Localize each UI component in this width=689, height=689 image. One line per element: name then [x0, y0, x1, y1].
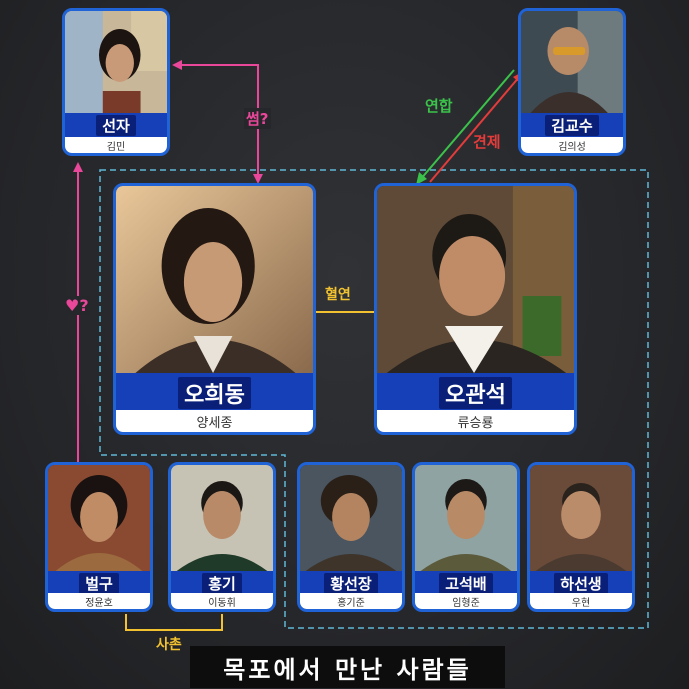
portrait-goseokbae: [415, 465, 517, 571]
cousin-label: 사촌: [156, 637, 182, 653]
name-bar-ogwanseok: 오관석: [377, 373, 574, 413]
name-bar-ohuidong: 오희동: [116, 373, 313, 413]
heart-icon: ♥: [65, 296, 80, 315]
portrait-kimgyosu: [521, 11, 623, 113]
character-card-ogwanseok[interactable]: 오관석 류승룡: [374, 183, 577, 435]
portrait-hwangseonjang: [300, 465, 402, 571]
alliance-arrow: [416, 172, 427, 185]
board-title: 목포에서 만난 사람들: [190, 646, 505, 688]
some-label: 썸?: [244, 108, 271, 129]
some-arrow-left: [172, 60, 182, 70]
portrait-beolgu: [48, 465, 150, 571]
actor-beolgu: 정윤호: [48, 593, 150, 609]
name-bar-haseonsaeng: 하선생: [530, 571, 632, 596]
portrait-ohuidong: [116, 186, 313, 373]
name-bar-kimgyosu: 김교수: [521, 113, 623, 137]
character-card-haseonsaeng[interactable]: 하선생 우현: [527, 462, 635, 612]
actor-haseonsaeng: 우현: [530, 593, 632, 609]
portrait-ogwanseok: [377, 186, 574, 373]
character-card-seonja[interactable]: 선자 김민: [62, 8, 170, 156]
character-card-beolgu[interactable]: 벌구 정윤호: [45, 462, 153, 612]
heart-arrow-up: [73, 162, 83, 172]
character-card-hwangseonjang[interactable]: 황선장 홍기준: [297, 462, 405, 612]
character-card-ohuidong[interactable]: 오희동 양세종: [113, 183, 316, 435]
check-label: 견제: [473, 133, 501, 151]
check-line: [429, 75, 521, 183]
blood-label: 혈연: [325, 287, 351, 303]
character-card-goseokbae[interactable]: 고석배 임형준: [412, 462, 520, 612]
portrait-seonja: [65, 11, 167, 113]
portrait-haseonsaeng: [530, 465, 632, 571]
name-bar-goseokbae: 고석배: [415, 571, 517, 596]
heart-label: ♥?: [64, 296, 90, 315]
name-bar-honggi: 홍기: [171, 571, 273, 596]
alliance-line: [419, 69, 515, 181]
alliance-label: 연합: [425, 97, 453, 115]
name-bar-seonja: 선자: [65, 113, 167, 137]
actor-ohuidong: 양세종: [116, 410, 313, 432]
actor-ogwanseok: 류승룡: [377, 410, 574, 432]
actor-hwangseonjang: 홍기준: [300, 593, 402, 609]
actor-honggi: 이동휘: [171, 593, 273, 609]
name-bar-beolgu: 벌구: [48, 571, 150, 596]
actor-goseokbae: 임형준: [415, 593, 517, 609]
cousin-bracket: [125, 614, 223, 631]
actor-seonja: 김민: [65, 137, 167, 153]
portrait-honggi: [171, 465, 273, 571]
character-card-kimgyosu[interactable]: 김교수 김의성: [518, 8, 626, 156]
some-line: [178, 64, 259, 178]
character-card-honggi[interactable]: 홍기 이동휘: [168, 462, 276, 612]
actor-kimgyosu: 김의성: [521, 137, 623, 153]
name-bar-hwangseonjang: 황선장: [300, 571, 402, 596]
some-arrow-down: [253, 174, 263, 184]
